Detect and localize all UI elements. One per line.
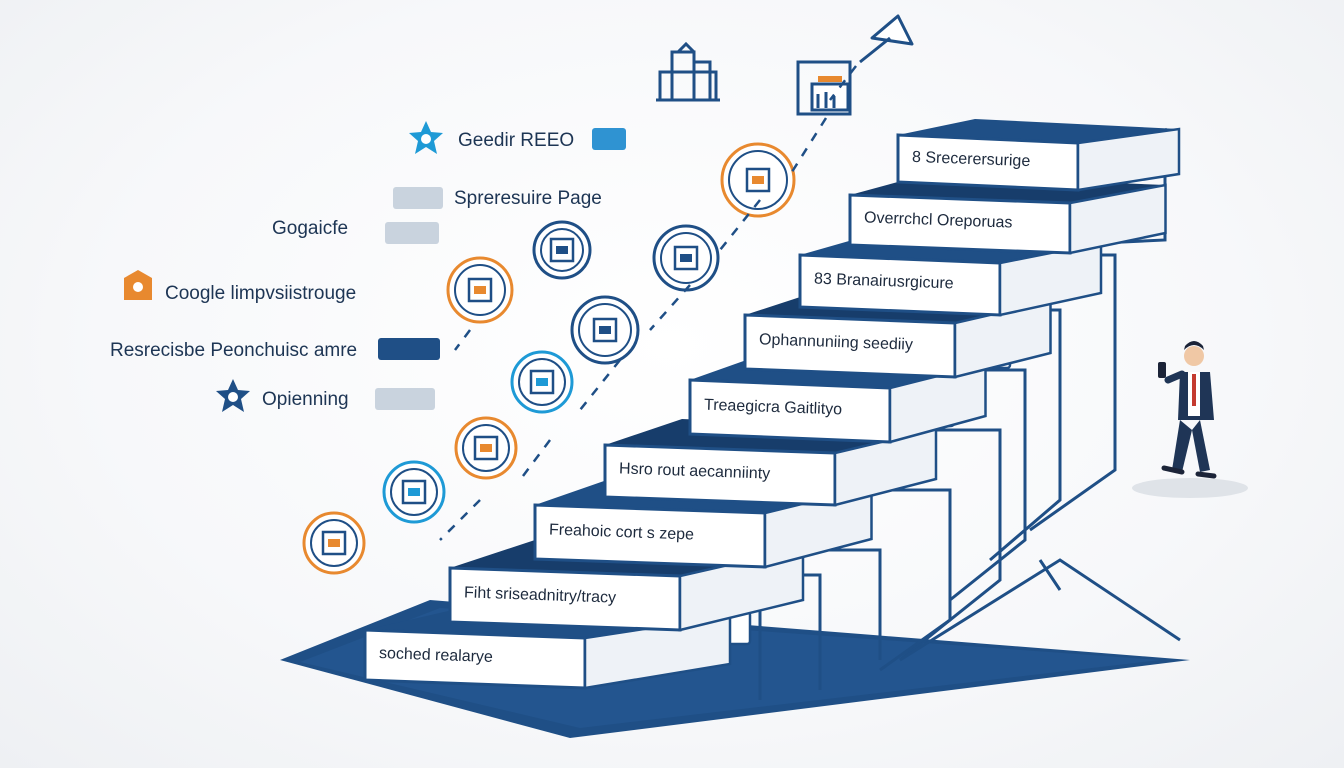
left-label-bar <box>375 388 435 410</box>
dashed-path <box>439 65 857 541</box>
left-label-4: Coogle limpvsiistrouge <box>165 283 357 304</box>
left-label-bar <box>592 128 626 150</box>
paper-plane-icon <box>859 14 914 64</box>
target-icon <box>532 220 592 280</box>
left-label-3: Gogaicfe <box>272 218 349 239</box>
bar-chart-frame-icon <box>796 60 852 116</box>
building-icon <box>652 224 720 292</box>
star-badge-icon <box>216 379 250 412</box>
left-label-bar <box>385 222 439 244</box>
left-label-6: Opienning <box>262 389 349 410</box>
books-icon <box>570 295 640 365</box>
star-badge-icon <box>409 121 443 154</box>
step-side <box>1076 127 1181 192</box>
left-label-2: Spreresuire Page <box>454 188 602 209</box>
city-building-icon <box>656 41 720 102</box>
report-icon <box>720 142 796 218</box>
document-icon <box>454 416 518 480</box>
businessman-icon <box>1158 341 1217 479</box>
left-label-bar <box>378 338 440 360</box>
globe-icon <box>446 256 514 324</box>
left-label-bar <box>393 187 443 209</box>
step-side <box>1068 183 1167 255</box>
left-label-5: Resrecisbe Peonchuisc amre <box>110 340 358 361</box>
tablet-icon <box>382 460 446 524</box>
monitor-icon <box>302 511 366 575</box>
step-9 <box>896 119 1181 192</box>
orange-badge-icon <box>124 270 152 300</box>
person-shadow <box>1132 478 1248 498</box>
left-label-1: Geedir REEO <box>458 130 575 151</box>
chart-icon <box>510 350 574 414</box>
